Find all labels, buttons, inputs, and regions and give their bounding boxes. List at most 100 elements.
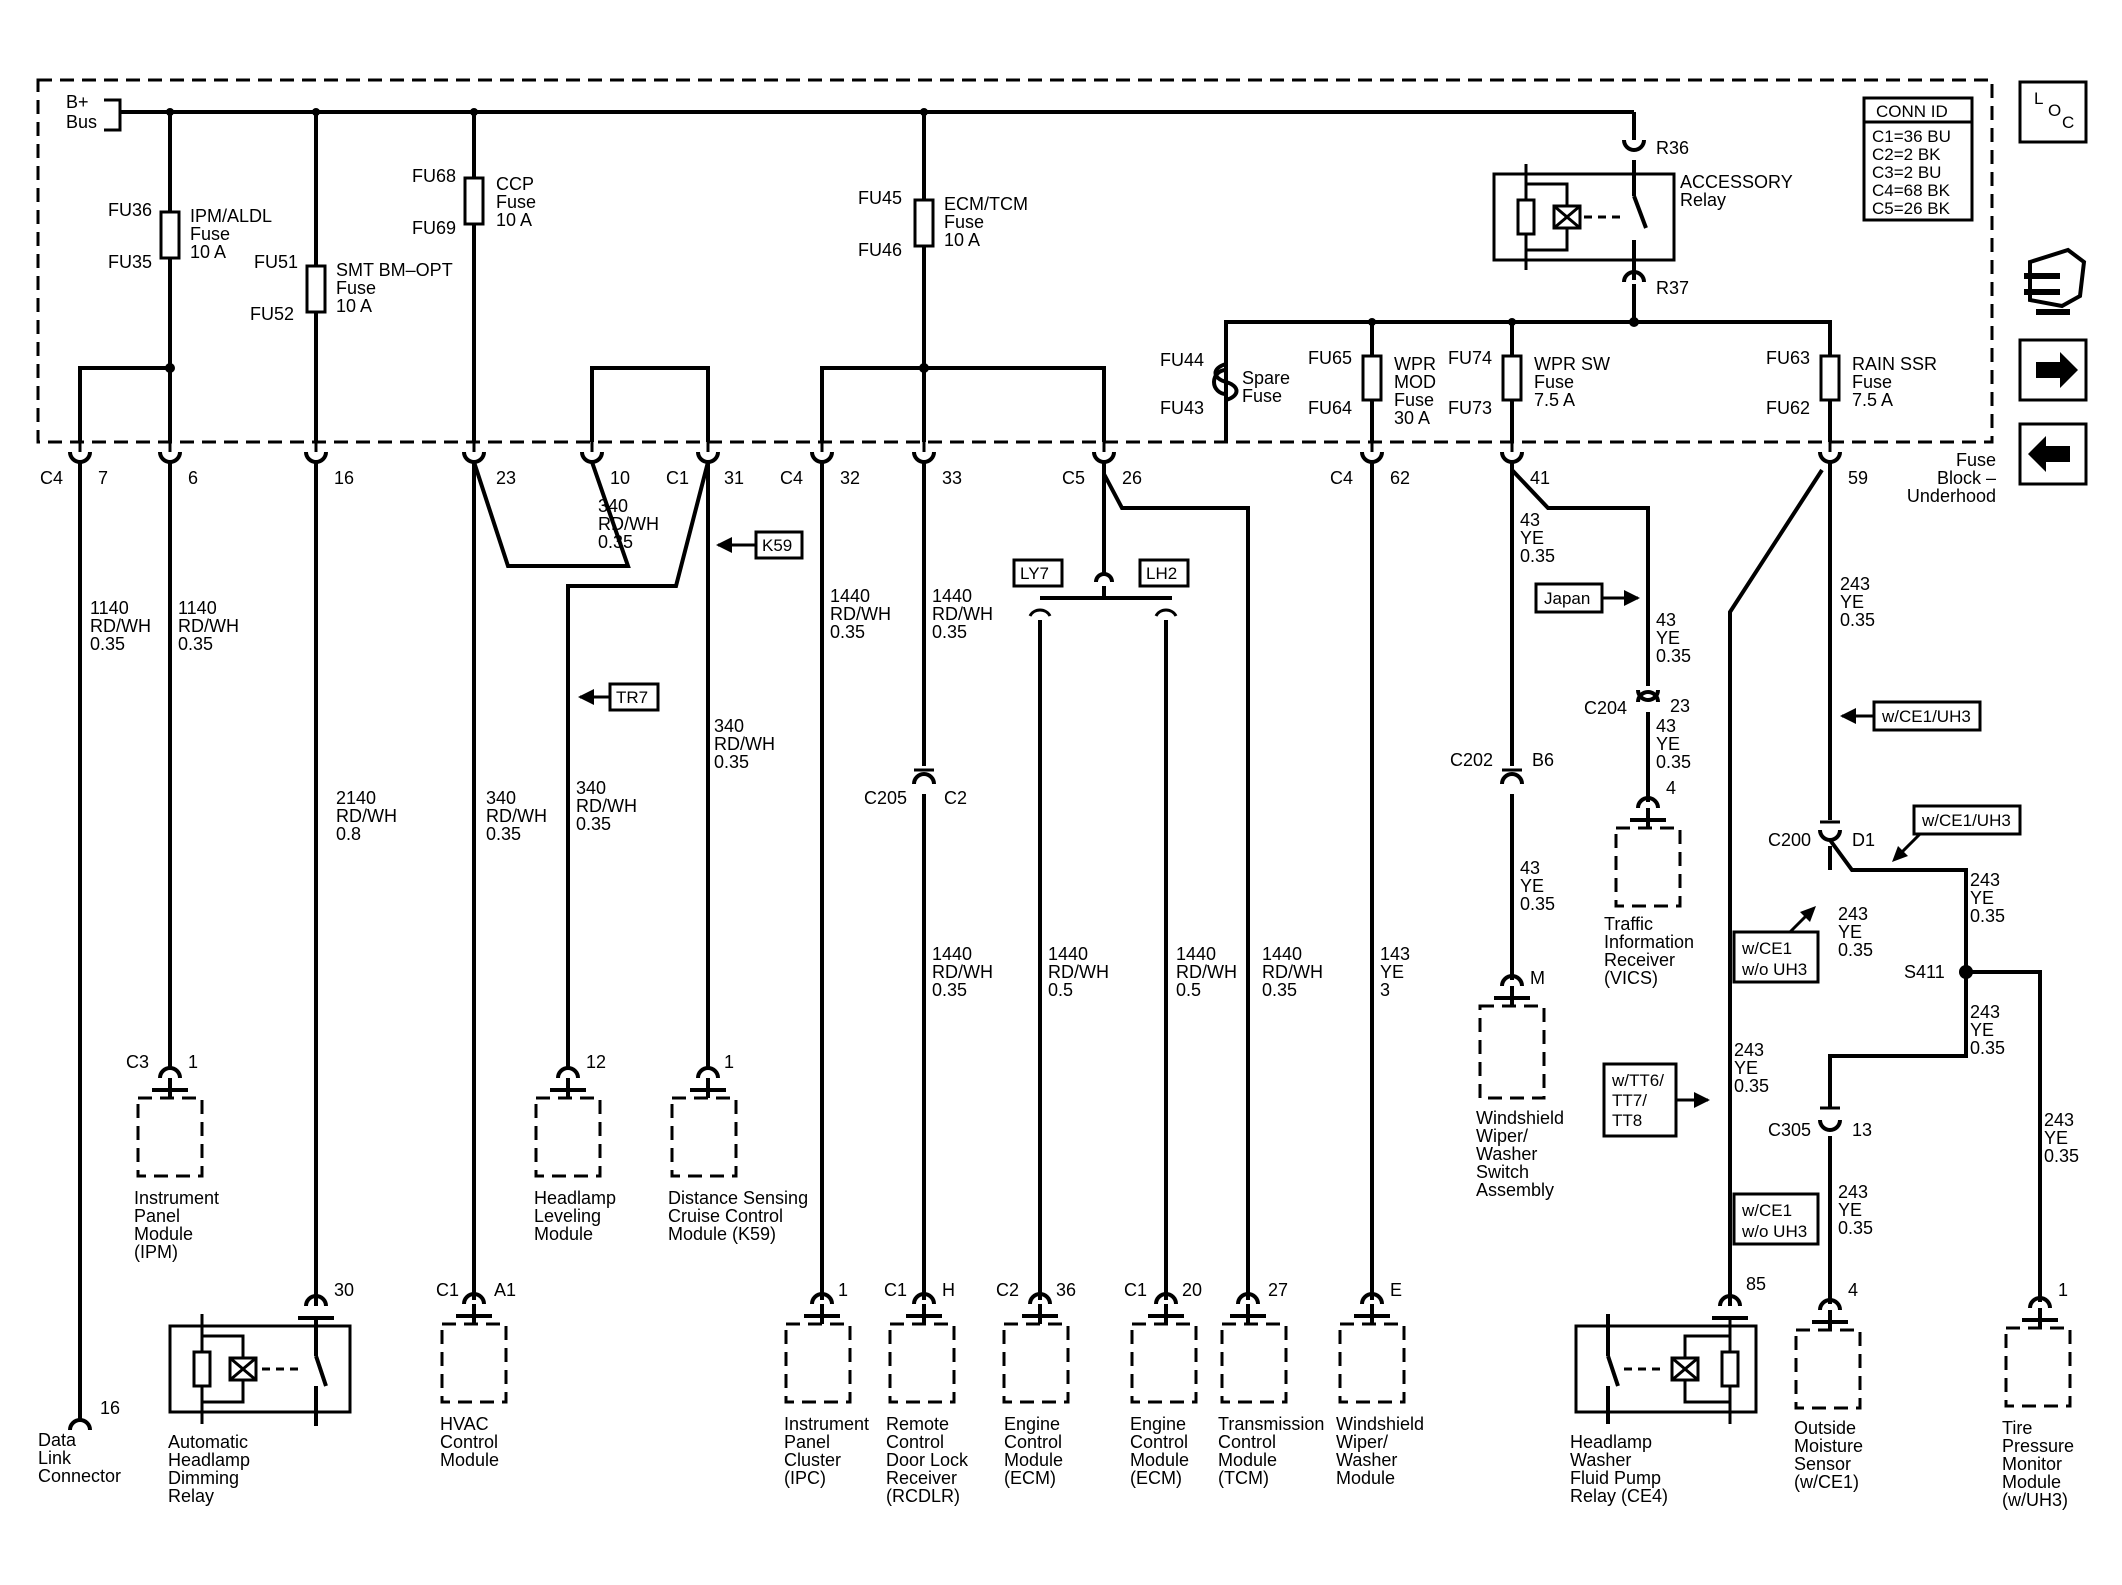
svg-text:Fuse: Fuse xyxy=(1242,386,1282,406)
svg-text:41: 41 xyxy=(1530,468,1550,488)
svg-text:Module (K59): Module (K59) xyxy=(668,1224,776,1244)
svg-text:0.35: 0.35 xyxy=(1656,752,1691,772)
svg-text:RD/WH: RD/WH xyxy=(178,616,239,636)
svg-text:ECM/TCM: ECM/TCM xyxy=(944,194,1028,214)
svg-text:0.35: 0.35 xyxy=(830,622,865,642)
svg-text:1: 1 xyxy=(2058,1280,2068,1300)
svg-text:243: 243 xyxy=(1840,574,1870,594)
svg-text:4: 4 xyxy=(1666,778,1676,798)
svg-text:Module: Module xyxy=(134,1224,193,1244)
svg-text:Switch: Switch xyxy=(1476,1162,1529,1182)
fuse-rain-ssr: FU63 FU62 RAIN SSR Fuse 7.5 A xyxy=(1766,348,1937,418)
svg-text:Sensor: Sensor xyxy=(1794,1454,1851,1474)
svg-text:Windshield: Windshield xyxy=(1476,1108,1564,1128)
svg-text:FU44: FU44 xyxy=(1160,350,1204,370)
svg-text:RAIN SSR: RAIN SSR xyxy=(1852,354,1937,374)
svg-text:C205: C205 xyxy=(864,788,907,808)
svg-text:Washer: Washer xyxy=(1336,1450,1397,1470)
loc-icon[interactable]: L O C xyxy=(2018,80,2088,144)
fuse-block-label: Fuse Block – Underhood xyxy=(1907,450,1996,506)
svg-text:0.35: 0.35 xyxy=(1520,546,1555,566)
svg-text:RD/WH: RD/WH xyxy=(932,962,993,982)
svg-text:1: 1 xyxy=(188,1052,198,1072)
svg-text:0.35: 0.35 xyxy=(486,824,521,844)
svg-text:LY7: LY7 xyxy=(1020,564,1049,583)
connector-icon[interactable] xyxy=(2024,247,2087,315)
svg-text:Fuse: Fuse xyxy=(1534,372,1574,392)
svg-text:WPR SW: WPR SW xyxy=(1534,354,1610,374)
svg-text:6: 6 xyxy=(188,468,198,488)
svg-text:C1=36 BU: C1=36 BU xyxy=(1872,127,1951,146)
svg-text:43: 43 xyxy=(1520,858,1540,878)
svg-text:RD/WH: RD/WH xyxy=(1176,962,1237,982)
svg-text:13: 13 xyxy=(1852,1120,1872,1140)
svg-text:YE: YE xyxy=(1970,888,1994,908)
svg-text:w/CE1/UH3: w/CE1/UH3 xyxy=(1881,707,1971,726)
svg-text:Block –: Block – xyxy=(1937,468,1996,488)
svg-text:32: 32 xyxy=(840,468,860,488)
svg-text:Washer: Washer xyxy=(1570,1450,1631,1470)
svg-text:C305: C305 xyxy=(1768,1120,1811,1140)
svg-text:LH2: LH2 xyxy=(1146,564,1177,583)
svg-text:23: 23 xyxy=(1670,696,1690,716)
svg-text:1440: 1440 xyxy=(932,944,972,964)
svg-text:H: H xyxy=(942,1280,955,1300)
svg-text:36: 36 xyxy=(1056,1280,1076,1300)
svg-text:0.35: 0.35 xyxy=(1262,980,1297,1000)
svg-text:RD/WH: RD/WH xyxy=(714,734,775,754)
svg-text:C: C xyxy=(2062,113,2074,132)
svg-text:Fuse: Fuse xyxy=(190,224,230,244)
option-lh2: LH2 xyxy=(1138,558,1190,588)
svg-text:Relay: Relay xyxy=(168,1486,214,1506)
svg-text:B6: B6 xyxy=(1532,750,1554,770)
svg-text:0.35: 0.35 xyxy=(1734,1076,1769,1096)
fuse-spare: FU44 FU43 Spare Fuse xyxy=(1160,350,1290,418)
svg-text:RD/WH: RD/WH xyxy=(830,604,891,624)
svg-text:Connector: Connector xyxy=(38,1466,121,1486)
svg-text:Distance Sensing: Distance Sensing xyxy=(668,1188,808,1208)
svg-text:7.5 A: 7.5 A xyxy=(1852,390,1893,410)
svg-text:43: 43 xyxy=(1656,716,1676,736)
svg-text:RD/WH: RD/WH xyxy=(1262,962,1323,982)
svg-text:1: 1 xyxy=(838,1280,848,1300)
svg-text:R37: R37 xyxy=(1656,278,1689,298)
svg-text:Relay: Relay xyxy=(1680,190,1726,210)
svg-text:1440: 1440 xyxy=(830,586,870,606)
svg-text:C5: C5 xyxy=(1062,468,1085,488)
svg-text:Instrument: Instrument xyxy=(134,1188,219,1208)
svg-text:FU64: FU64 xyxy=(1308,398,1352,418)
svg-text:1440: 1440 xyxy=(1262,944,1302,964)
svg-text:0.5: 0.5 xyxy=(1048,980,1073,1000)
svg-text:27: 27 xyxy=(1268,1280,1288,1300)
svg-text:Spare: Spare xyxy=(1242,368,1290,388)
arrow-left-icon[interactable] xyxy=(2018,422,2088,486)
svg-text:59: 59 xyxy=(1848,468,1868,488)
svg-text:Control: Control xyxy=(886,1432,944,1452)
svg-text:(w/UH3): (w/UH3) xyxy=(2002,1490,2068,1510)
svg-text:E: E xyxy=(1390,1280,1402,1300)
svg-text:1140: 1140 xyxy=(90,598,129,618)
svg-text:YE: YE xyxy=(1840,592,1864,612)
svg-text:43: 43 xyxy=(1656,610,1676,630)
svg-text:243: 243 xyxy=(1838,1182,1868,1202)
svg-text:340: 340 xyxy=(714,716,744,736)
svg-text:0.35: 0.35 xyxy=(576,814,611,834)
svg-text:243: 243 xyxy=(1734,1040,1764,1060)
svg-text:Washer: Washer xyxy=(1476,1144,1537,1164)
svg-text:HVAC: HVAC xyxy=(440,1414,489,1434)
svg-text:Automatic: Automatic xyxy=(168,1432,248,1452)
arrow-right-icon[interactable] xyxy=(2018,338,2088,402)
svg-text:L: L xyxy=(2034,89,2043,108)
svg-text:0.35: 0.35 xyxy=(1838,1218,1873,1238)
svg-text:0.5: 0.5 xyxy=(1176,980,1201,1000)
fuse-wpr-sw: FU74 FU73 WPR SW Fuse 7.5 A xyxy=(1448,348,1610,418)
svg-text:RD/WH: RD/WH xyxy=(90,616,151,636)
svg-text:WPR: WPR xyxy=(1394,354,1436,374)
svg-text:Module: Module xyxy=(1130,1450,1189,1470)
svg-text:FU73: FU73 xyxy=(1448,398,1492,418)
